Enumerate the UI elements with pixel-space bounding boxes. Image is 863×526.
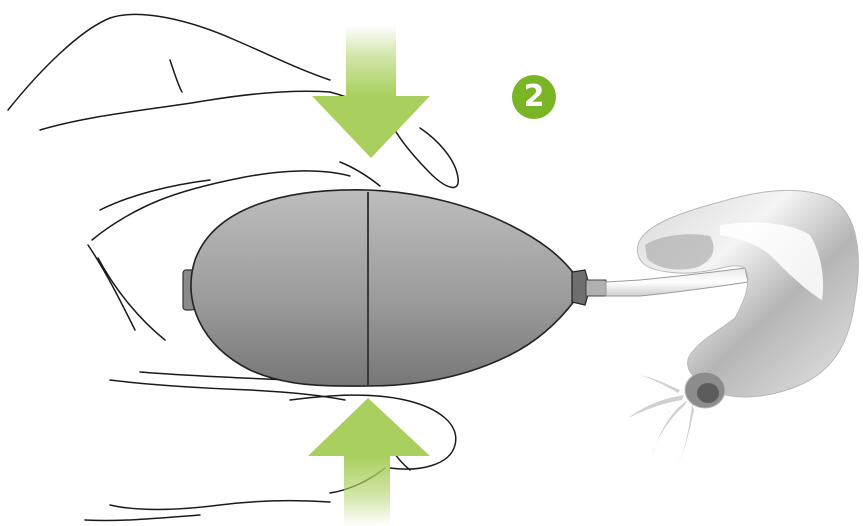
step-number-badge: 2 — [512, 75, 556, 119]
earmold — [637, 190, 858, 408]
water-spray — [628, 375, 694, 470]
squeeze-bulb — [183, 190, 590, 386]
press-arrow-bottom — [308, 398, 430, 526]
